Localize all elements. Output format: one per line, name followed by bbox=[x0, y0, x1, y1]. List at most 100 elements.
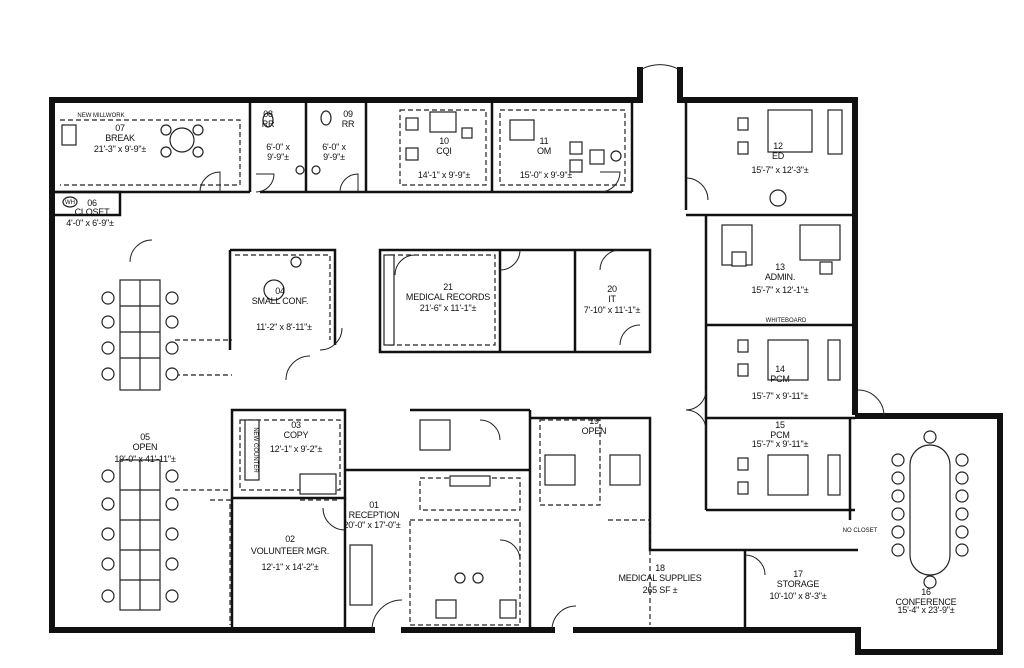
svg-text:09: 09 bbox=[343, 109, 353, 119]
svg-text:IT: IT bbox=[608, 294, 616, 304]
room-09-label: 09 RR 6'-0" x 9'-9"± bbox=[322, 109, 355, 162]
svg-text:12'-1" x 14'-2"±: 12'-1" x 14'-2"± bbox=[261, 562, 318, 572]
svg-text:11: 11 bbox=[540, 136, 549, 146]
new-millwork-note: NEW MILLWORK bbox=[77, 113, 124, 119]
svg-text:12'-1" x 9'-2"±: 12'-1" x 9'-2"± bbox=[270, 444, 323, 454]
svg-text:02: 02 bbox=[285, 534, 295, 544]
room-16-label: 16 CONFERENCE 15'-4" x 23'-9"± bbox=[895, 587, 956, 615]
svg-text:21: 21 bbox=[443, 282, 453, 292]
svg-text:05: 05 bbox=[140, 432, 150, 442]
restroom-fixtures bbox=[262, 110, 332, 175]
svg-text:STORAGE: STORAGE bbox=[777, 579, 820, 589]
svg-text:06: 06 bbox=[87, 198, 97, 208]
room-01-label: 01 RECEPTION 20'-0" x 17'-0"± bbox=[343, 500, 401, 530]
svg-text:RR: RR bbox=[262, 119, 275, 129]
svg-text:SMALL CONF.: SMALL CONF. bbox=[252, 296, 308, 306]
svg-text:CQI: CQI bbox=[436, 146, 451, 156]
svg-text:15'-7" x 9'-11"±: 15'-7" x 9'-11"± bbox=[752, 391, 809, 401]
interior-walls bbox=[52, 100, 858, 630]
svg-text:17: 17 bbox=[793, 569, 803, 579]
wh-note: WH bbox=[62, 196, 78, 208]
svg-text:PCM: PCM bbox=[770, 430, 789, 440]
svg-text:265 SF ±: 265 SF ± bbox=[643, 585, 678, 595]
dashed-zones bbox=[60, 109, 651, 626]
svg-text:PCM: PCM bbox=[770, 374, 789, 384]
room-06-label: 06 CLOSET 4'-0" x 6'-9"± bbox=[66, 198, 114, 228]
svg-text:15'-7" x 12'-3"±: 15'-7" x 12'-3"± bbox=[751, 165, 808, 175]
room-12-label: 12 ED 15'-7" x 12'-3"± bbox=[751, 141, 809, 175]
svg-text:6'-0" x: 6'-0" x bbox=[266, 142, 290, 152]
room-17-label: 17 STORAGE 10'-10" x 8'-3"± bbox=[769, 569, 827, 601]
svg-text:20'-0" x 17'-0"±: 20'-0" x 17'-0"± bbox=[343, 520, 400, 530]
svg-text:13: 13 bbox=[775, 262, 785, 272]
room-02-label: 02 VOLUNTEER MGR. 12'-1" x 14'-2"± bbox=[251, 534, 329, 572]
svg-text:ED: ED bbox=[772, 151, 785, 161]
room-10-label: 10 CQI 14'-1" x 9'-9"± bbox=[418, 136, 471, 180]
svg-text:19'-0" x 41'-11"±: 19'-0" x 41'-11"± bbox=[114, 454, 175, 464]
svg-text:10'-10" x 8'-3"±: 10'-10" x 8'-3"± bbox=[769, 591, 826, 601]
svg-text:VOLUNTEER MGR.: VOLUNTEER MGR. bbox=[251, 546, 329, 556]
svg-text:COPY: COPY bbox=[284, 430, 309, 440]
svg-text:BREAK: BREAK bbox=[105, 133, 135, 143]
svg-text:14: 14 bbox=[775, 364, 785, 374]
svg-text:11'-2" x 8'-11"±: 11'-2" x 8'-11"± bbox=[256, 322, 312, 332]
svg-text:ADMIN.: ADMIN. bbox=[765, 272, 795, 282]
svg-text:CONFERENCE: CONFERENCE bbox=[895, 597, 956, 607]
room-19-label: 19 OPEN bbox=[582, 416, 607, 436]
svg-text:15: 15 bbox=[775, 420, 785, 430]
room-05-label: 05 OPEN 19'-0" x 41'-11"± bbox=[114, 432, 176, 464]
svg-text:19: 19 bbox=[589, 416, 599, 426]
svg-text:21'-3" x 9'-9"±: 21'-3" x 9'-9"± bbox=[94, 144, 147, 154]
svg-text:14'-1" x 9'-9"±: 14'-1" x 9'-9"± bbox=[418, 170, 471, 180]
svg-text:16: 16 bbox=[921, 587, 931, 597]
workstation-grid bbox=[119, 279, 161, 611]
svg-text:15'-7" x 9'-11"±: 15'-7" x 9'-11"± bbox=[752, 439, 809, 449]
whiteboard-note: WHITEBOARD bbox=[766, 318, 807, 324]
svg-text:03: 03 bbox=[291, 420, 301, 430]
room-11-label: 11 OM 15'-0" x 9'-9"± bbox=[520, 136, 573, 180]
svg-text:MEDICAL SUPPLIES: MEDICAL SUPPLIES bbox=[619, 573, 702, 583]
new-counter-note: NEW COUNTER bbox=[252, 427, 258, 473]
svg-text:10: 10 bbox=[439, 136, 449, 146]
room-18-label: 18 MEDICAL SUPPLIES 265 SF ± bbox=[619, 563, 702, 595]
svg-text:OM: OM bbox=[537, 146, 551, 156]
room-03-label: 03 COPY 12'-1" x 9'-2"± bbox=[270, 420, 323, 454]
svg-text:07: 07 bbox=[115, 123, 125, 133]
room-08-label: 08 RR 6'-0" x 9'-9"± bbox=[262, 109, 291, 162]
break-room-furniture bbox=[61, 124, 204, 158]
door-swings bbox=[129, 64, 885, 631]
room-04-label: 04 SMALL CONF. 11'-2" x 8'-11"± bbox=[252, 286, 313, 332]
svg-text:20: 20 bbox=[607, 284, 617, 294]
exterior-walls bbox=[49, 67, 1003, 655]
svg-text:9'-9"±: 9'-9"± bbox=[267, 152, 289, 162]
room-21-label: 21 MEDICAL RECORDS 21'-6" x 11'-1"± bbox=[406, 282, 491, 313]
room-07-label: 07 BREAK 21'-3" x 9'-9"± bbox=[94, 123, 147, 154]
svg-text:OPEN: OPEN bbox=[133, 442, 158, 452]
room-13-label: 13 ADMIN. 15'-7" x 12'-1"± bbox=[751, 262, 809, 295]
svg-text:WH: WH bbox=[65, 200, 75, 206]
svg-text:15'-0" x 9'-9"±: 15'-0" x 9'-9"± bbox=[520, 170, 573, 180]
svg-text:MEDICAL RECORDS: MEDICAL RECORDS bbox=[406, 292, 490, 302]
svg-text:6'-0" x: 6'-0" x bbox=[322, 142, 346, 152]
svg-text:18: 18 bbox=[655, 563, 665, 573]
room-15-label: 15 PCM 15'-7" x 9'-11"± bbox=[752, 420, 809, 449]
svg-text:OPEN: OPEN bbox=[582, 426, 607, 436]
svg-text:15'-4" x 23'-9"±: 15'-4" x 23'-9"± bbox=[897, 605, 954, 615]
room-20-label: 20 IT 7'-10" x 11'-1"± bbox=[584, 284, 641, 315]
room-14-label: 14 PCM 15'-7" x 9'-11"± bbox=[752, 364, 809, 401]
svg-text:7'-10" x 11'-1"±: 7'-10" x 11'-1"± bbox=[584, 305, 641, 315]
svg-text:9'-9"±: 9'-9"± bbox=[323, 152, 345, 162]
svg-text:RR: RR bbox=[342, 119, 355, 129]
conference-table bbox=[891, 430, 969, 589]
svg-text:15'-7" x 12'-1"±: 15'-7" x 12'-1"± bbox=[751, 285, 808, 295]
svg-text:01: 01 bbox=[369, 500, 379, 510]
svg-text:08: 08 bbox=[263, 109, 273, 119]
svg-text:12: 12 bbox=[773, 141, 783, 151]
no-closet-note: NO CLOSET bbox=[843, 528, 878, 534]
svg-text:4'-0" x 6'-9"±: 4'-0" x 6'-9"± bbox=[66, 218, 114, 228]
office-furniture bbox=[244, 109, 843, 619]
svg-text:21'-6" x 11'-1"±: 21'-6" x 11'-1"± bbox=[420, 303, 477, 313]
svg-text:04: 04 bbox=[275, 286, 285, 296]
workstation-chairs bbox=[101, 291, 179, 603]
